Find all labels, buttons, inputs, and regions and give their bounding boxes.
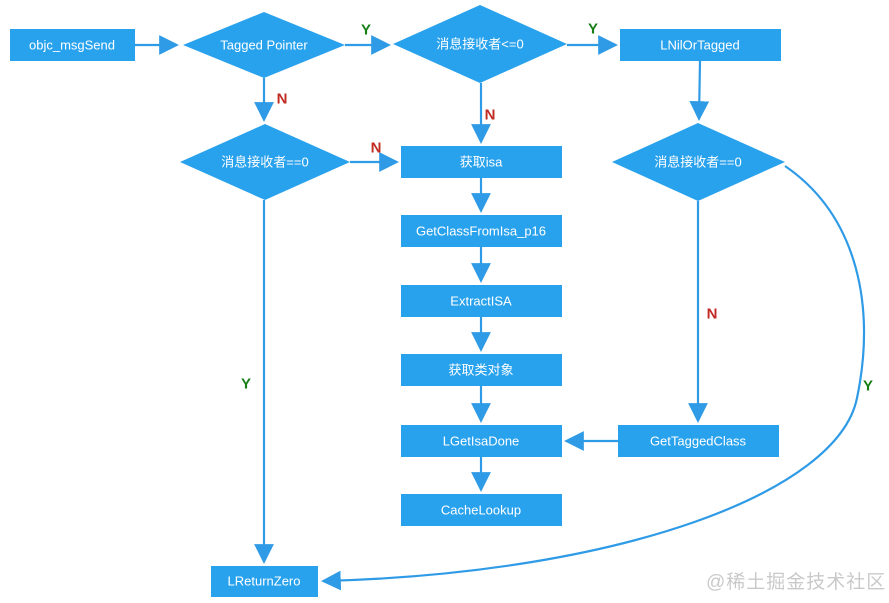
node-lget-isa-done-shape	[401, 425, 562, 457]
label-yes-receivereq0left: Y	[241, 375, 251, 392]
node-cache-lookup-label: CacheLookup	[441, 503, 521, 518]
label-no-receivereq0left: N	[371, 139, 382, 156]
node-lreturn-zero-shape	[211, 566, 318, 597]
node-cache-lookup-shape	[401, 494, 562, 526]
node-lget-isa-done-label: LGetIsaDone	[443, 434, 520, 449]
node-receiver-eq-0-left: 消息接收者==0	[180, 124, 350, 200]
node-extract-isa: ExtractISA	[401, 285, 562, 317]
node-get-tagged-class-shape	[618, 425, 779, 457]
label-no-receiverlte0: N	[485, 106, 496, 123]
node-receiver-eq-0-right-label: 消息接收者==0	[654, 155, 741, 170]
node-receiver-lte-0-shape	[393, 5, 567, 83]
node-get-class-from-isa-p16: GetClassFromIsa_p16	[401, 215, 562, 247]
node-lnil-or-tagged-label: LNilOrTagged	[660, 38, 740, 53]
label-no-receivereq0right: N	[707, 305, 718, 322]
node-extract-isa-shape	[401, 285, 562, 317]
node-get-tagged-class-label: GetTaggedClass	[650, 434, 747, 449]
node-extract-isa-label: ExtractISA	[450, 294, 512, 309]
watermark: @稀土掘金技术社区	[706, 571, 886, 593]
label-yes-receiverlte0: Y	[588, 20, 598, 37]
node-get-isa-label: 获取isa	[460, 155, 503, 170]
node-receiver-lte-0-label: 消息接收者<=0	[436, 37, 523, 52]
node-get-class-object-label: 获取类对象	[448, 363, 513, 378]
node-receiver-eq-0-right: 消息接收者==0	[612, 123, 785, 201]
node-tagged-pointer-label: Tagged Pointer	[220, 38, 308, 53]
edges-layer	[135, 35, 866, 591]
node-get-class-from-isa-p16-label: GetClassFromIsa_p16	[416, 224, 546, 239]
label-yes-taggedpointer: Y	[361, 21, 371, 38]
edge-receivereq0right-to-lreturnzero	[321, 165, 866, 591]
edge-lniltagged-to-receivereq0right	[689, 60, 710, 121]
node-get-class-object: 获取类对象	[401, 354, 562, 386]
node-lreturn-zero: LReturnZero	[211, 566, 318, 597]
label-no-taggedpointer: N	[277, 90, 288, 107]
node-get-isa-shape	[401, 146, 562, 178]
node-get-tagged-class: GetTaggedClass	[618, 425, 779, 457]
node-lnil-or-tagged-shape	[620, 29, 781, 61]
node-tagged-pointer-shape	[183, 12, 345, 78]
node-receiver-eq-0-left-shape	[180, 124, 350, 200]
node-tagged-pointer: Tagged Pointer	[183, 12, 345, 78]
node-receiver-lte-0: 消息接收者<=0	[393, 5, 567, 83]
branch-labels-layer: Y Y N N N N Y Y	[241, 20, 873, 394]
node-cache-lookup: CacheLookup	[401, 494, 562, 526]
node-objc-msgsend: objc_msgSend	[10, 29, 135, 61]
node-receiver-eq-0-left-label: 消息接收者==0	[221, 155, 308, 170]
node-get-class-object-shape	[401, 354, 562, 386]
nodes-layer: objc_msgSend Tagged Pointer 消息接收者<=0 LNi…	[10, 5, 785, 597]
node-lreturn-zero-label: LReturnZero	[228, 574, 301, 589]
node-receiver-eq-0-right-shape	[612, 123, 785, 201]
node-get-isa: 获取isa	[401, 146, 562, 178]
node-objc-msgsend-label: objc_msgSend	[29, 38, 115, 53]
node-lget-isa-done: LGetIsaDone	[401, 425, 562, 457]
label-yes-receivereq0right: Y	[863, 377, 873, 394]
node-objc-msgsend-shape	[10, 29, 135, 61]
node-lnil-or-tagged: LNilOrTagged	[620, 29, 781, 61]
node-get-class-from-isa-p16-shape	[401, 215, 562, 247]
